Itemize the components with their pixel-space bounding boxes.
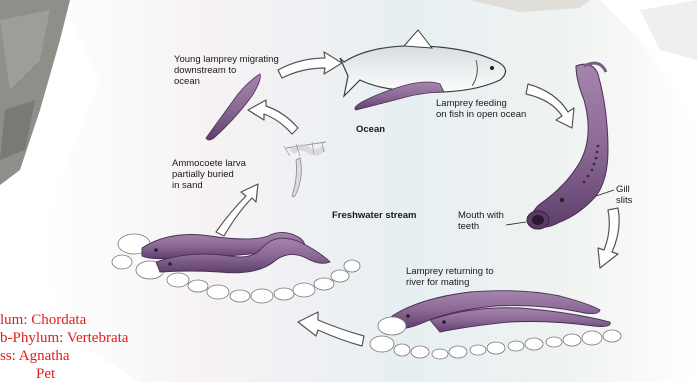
taxonomy-order-partial: Pet bbox=[36, 366, 55, 382]
label-gill: Gill slits bbox=[616, 184, 632, 206]
label-ocean: Ocean bbox=[356, 124, 385, 135]
label-freshwater: Freshwater stream bbox=[332, 210, 416, 221]
taxonomy-class: ss: Agnatha bbox=[0, 348, 70, 364]
label-ammocoete: Ammocoete larva partially buried in sand bbox=[172, 158, 246, 191]
label-young-lamprey: Young lamprey migrating downstream to oc… bbox=[174, 54, 279, 87]
label-mouth: Mouth with teeth bbox=[458, 210, 504, 232]
label-lamprey-feeding: Lamprey feeding on fish in open ocean bbox=[436, 98, 526, 120]
label-returning: Lamprey returning to river for mating bbox=[406, 266, 494, 288]
taxonomy-subphylum: b-Phylum: Vertebrata bbox=[0, 330, 128, 346]
taxonomy-phylum: lum: Chordata bbox=[0, 312, 86, 328]
